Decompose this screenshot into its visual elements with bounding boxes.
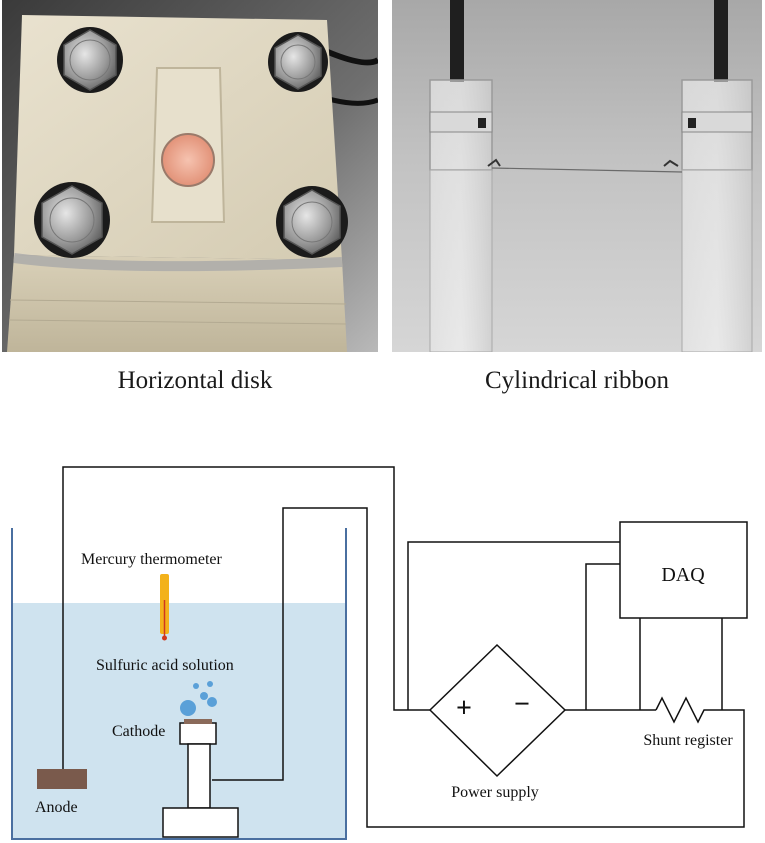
cylindrical-ribbon-illustration — [392, 0, 762, 352]
power-supply-label: Power supply — [451, 784, 539, 801]
power-supply-minus: − — [514, 689, 530, 720]
anode-label: Anode — [35, 799, 78, 816]
daq-box — [619, 521, 748, 619]
electrolysis-circuit-diagram: + − DAQ Mercury thermometer Sulfuric aci… — [11, 466, 748, 840]
mercury-bulb — [162, 635, 167, 641]
solution-label: Sulfuric acid solution — [96, 657, 234, 674]
cathode-disk — [184, 719, 212, 724]
circuit-wires — [62, 466, 745, 828]
daq-label: DAQ — [661, 564, 705, 586]
tank-walls — [11, 528, 347, 840]
anode-plate — [37, 769, 87, 789]
cathode-base — [162, 807, 239, 838]
caption-horizontal-disk: Horizontal disk — [117, 367, 273, 394]
horizontal-disk-illustration — [2, 0, 378, 352]
shunt-register-label: Shunt register — [643, 732, 733, 749]
cylindrical-ribbon-photo — [392, 0, 762, 352]
cathode-stem — [187, 743, 211, 809]
bubbles-icon — [180, 681, 217, 716]
cathode-holder-top — [179, 722, 217, 745]
sulfuric-acid-solution-region — [12, 603, 346, 839]
caption-cylindrical-ribbon: Cylindrical ribbon — [485, 367, 669, 394]
cathode-label: Cathode — [112, 723, 165, 740]
thermometer-label: Mercury thermometer — [81, 551, 223, 568]
shunt-resistor-symbol — [655, 696, 724, 724]
power-supply-symbol — [428, 643, 567, 778]
horizontal-disk-photo — [2, 0, 378, 352]
power-supply-plus: + — [456, 693, 472, 724]
